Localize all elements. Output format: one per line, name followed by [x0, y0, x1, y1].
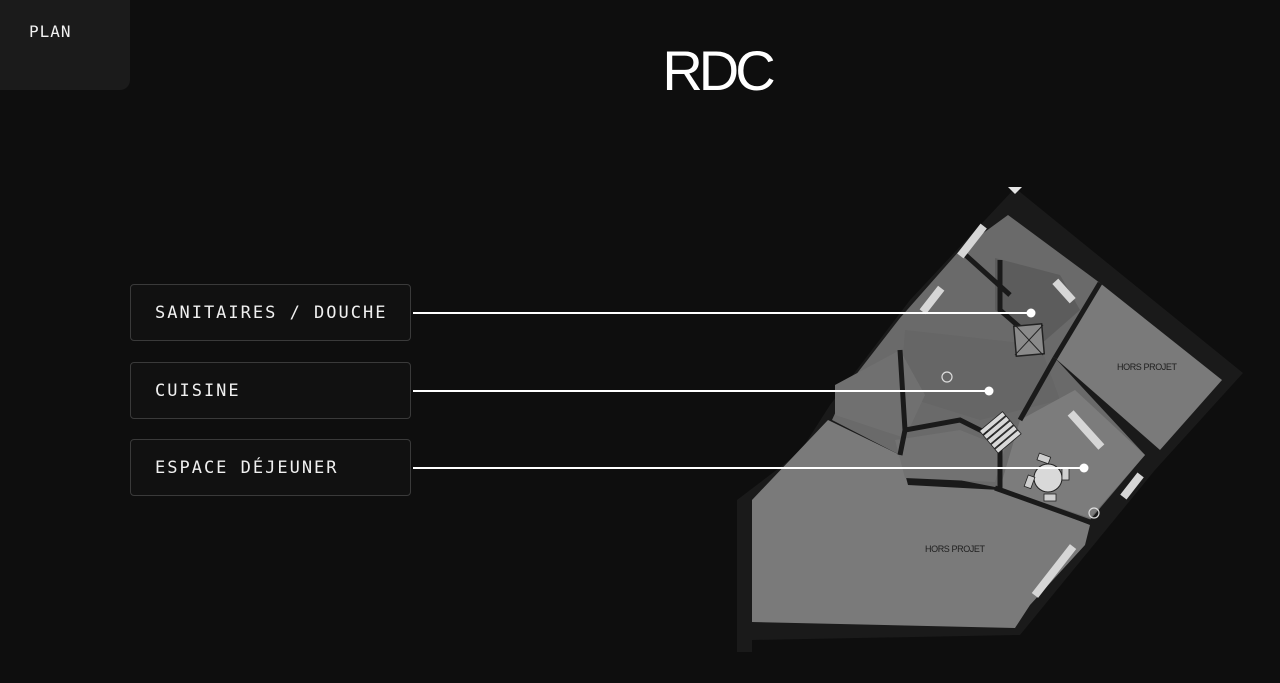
north-marker-icon [1008, 187, 1022, 194]
plan-label-hors-projet-bottom: HORS PROJET [925, 544, 986, 554]
plan-label-hors-projet-right: HORS PROJET [1117, 362, 1178, 372]
plan-tab[interactable]: PLAN [0, 0, 130, 90]
plant-icon [1088, 507, 1100, 519]
plan-hors-projet-bottom [752, 420, 1090, 628]
room-button-espace-dejeuner[interactable]: ESPACE DÉJEUNER [130, 439, 411, 496]
plant-icon [941, 371, 953, 383]
plan-stairs [978, 411, 1022, 454]
room-button-cuisine[interactable]: CUISINE [130, 362, 411, 419]
plan-tab-label: PLAN [29, 22, 72, 41]
plan-hors-projet-right [1055, 283, 1222, 450]
room-button-label: CUISINE [155, 380, 241, 401]
room-button-label: ESPACE DÉJEUNER [155, 457, 339, 478]
room-button-label: SANITAIRES / DOUCHE [155, 302, 388, 323]
floor-title: RDC [662, 39, 775, 102]
plan-round-table [1033, 463, 1063, 493]
room-button-sanitaires[interactable]: SANITAIRES / DOUCHE [130, 284, 411, 341]
plan-room-lower [895, 430, 1005, 482]
